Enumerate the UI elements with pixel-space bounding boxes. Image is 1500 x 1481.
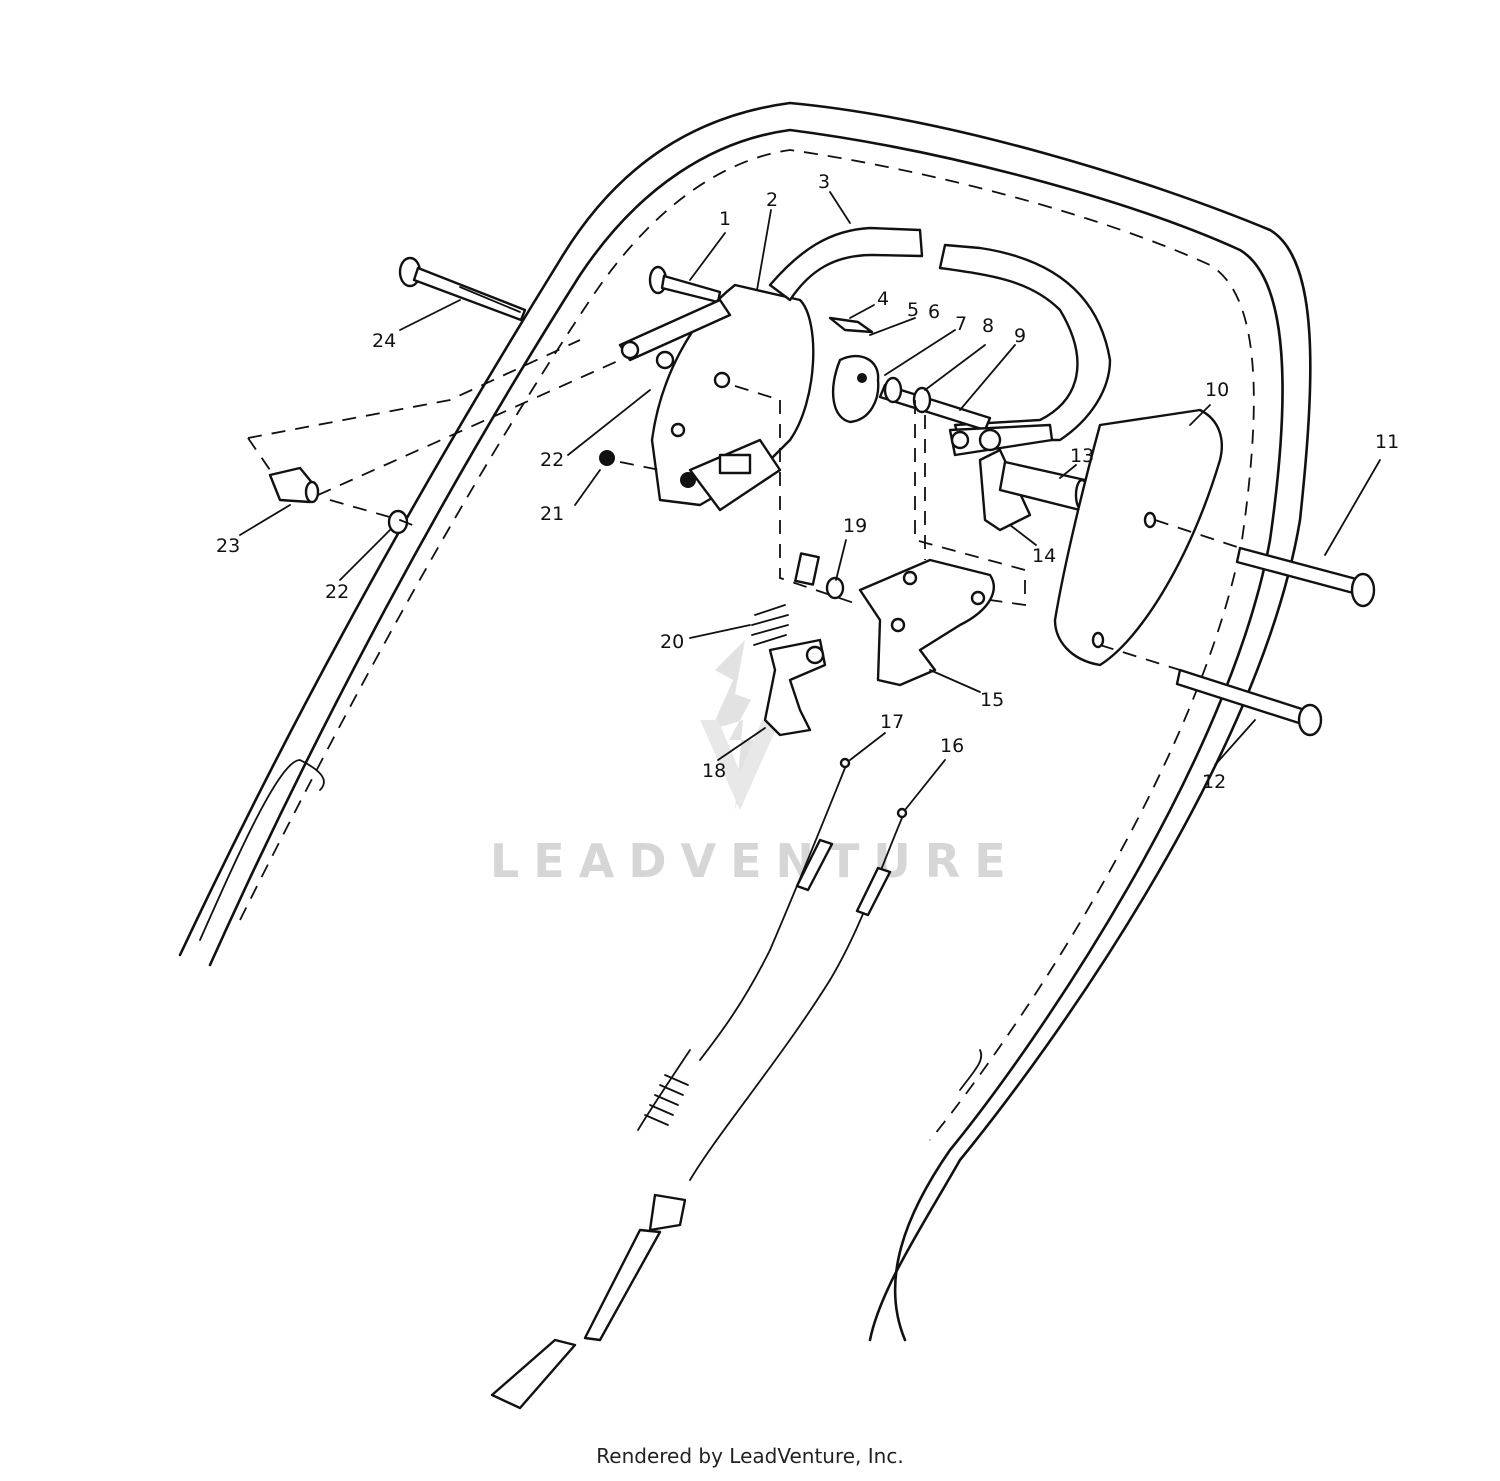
callout-8: 8 — [982, 315, 994, 337]
callout-22b: 22 — [325, 581, 349, 603]
callout-2: 2 — [766, 189, 778, 211]
part-17-cable — [637, 757, 851, 1131]
callout-23: 23 — [216, 535, 240, 557]
callout-6: 6 — [928, 301, 940, 323]
handle-tube — [178, 101, 1312, 1342]
part-21-nut — [599, 450, 615, 466]
callout-16: 16 — [940, 735, 964, 757]
callout-13: 13 — [1070, 445, 1094, 467]
callout-1: 1 — [719, 208, 731, 230]
callout-9: 9 — [1014, 325, 1026, 347]
callout-24: 24 — [372, 330, 396, 352]
callout-5: 5 — [907, 299, 919, 321]
part-15-plate — [858, 558, 995, 687]
part-1-bolt — [648, 265, 722, 304]
callout-20: 20 — [660, 631, 684, 653]
callout-18: 18 — [702, 760, 726, 782]
part-19-washer — [794, 552, 845, 600]
part-24-bolt — [398, 256, 527, 322]
part-11-bolt — [1235, 546, 1376, 608]
watermark-logo-v — [700, 720, 780, 810]
callout-19: 19 — [843, 515, 867, 537]
callout-21: 21 — [540, 503, 564, 525]
callout-3: 3 — [818, 171, 830, 193]
part-8-shaft — [878, 376, 992, 432]
part-12-bolt — [1175, 668, 1323, 737]
callout-22: 22 — [540, 449, 564, 471]
callout-4: 4 — [877, 288, 889, 310]
part-23-bushing — [268, 466, 320, 504]
watermark-text: LEADVENTURE — [490, 834, 1020, 888]
footer-credit: Rendered by LeadVenture, Inc. — [596, 1444, 904, 1468]
part-10-cover — [1053, 408, 1223, 667]
callout-15: 15 — [980, 689, 1004, 711]
callout-10: 10 — [1205, 379, 1229, 401]
callouts: 1 2 3 4 5 6 7 8 9 10 11 12 13 14 15 16 1… — [216, 171, 1399, 793]
part-18-latch — [763, 638, 827, 737]
callout-11: 11 — [1375, 431, 1399, 453]
callout-14: 14 — [1032, 545, 1056, 567]
callout-12: 12 — [1202, 771, 1226, 793]
part-16-cable — [490, 807, 908, 1410]
callout-7: 7 — [955, 313, 967, 335]
part-6-cam — [832, 354, 880, 424]
callout-17: 17 — [880, 711, 904, 733]
part-2-bracket — [618, 283, 815, 512]
watermark: LEADVENTURE — [490, 640, 1020, 888]
part-20-spring — [751, 604, 789, 646]
leader-lines — [239, 191, 1381, 811]
part-4-clip — [828, 316, 874, 334]
